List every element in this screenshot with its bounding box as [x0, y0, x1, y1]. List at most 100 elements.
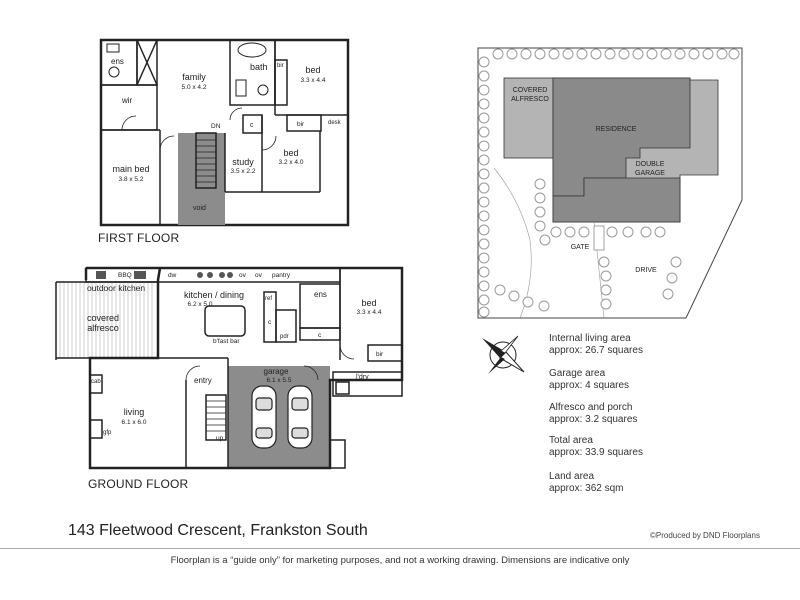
car-icon: [287, 385, 313, 449]
site-covered-label: COVERED: [513, 87, 548, 94]
toilet-icon: [257, 84, 269, 96]
ground-bed-label: bed: [361, 298, 376, 308]
bir2-label: bir: [297, 121, 305, 128]
double-label: DOUBLE: [636, 161, 665, 168]
covered-label: covered: [87, 313, 119, 323]
area-alfresco: Alfresco and porch approx: 3.2 squares: [549, 402, 637, 426]
family-dim: 5.0 x 4.2: [182, 84, 207, 91]
compass-icon: [482, 335, 525, 374]
alfresco-decking: [59, 282, 153, 358]
study-dim: 3.5 x 2.2: [231, 168, 256, 175]
first-floor-title: FIRST FLOOR: [98, 231, 180, 245]
bir1-label: bir: [277, 63, 284, 69]
entry-label: entry: [194, 376, 212, 385]
ground-door-swings: [185, 344, 355, 381]
cab-label: cab: [91, 379, 101, 385]
area-value: approx: 4 squares: [549, 380, 630, 391]
ground-floor-title: GROUND FLOOR: [88, 477, 189, 491]
area-label: Land area: [549, 471, 595, 482]
disclaimer-text: Floorplan is a “guide only” for marketin…: [170, 555, 630, 566]
c1-label: c: [268, 319, 272, 326]
living-label: living: [124, 407, 145, 417]
garage-dim: 6.1 x 5.5: [267, 377, 292, 384]
site-alfresco-label: ALFRESCO: [511, 96, 549, 103]
property-address: 143 Fleetwood Crescent, Frankston South: [68, 522, 368, 539]
residence-label: RESIDENCE: [596, 126, 637, 133]
door-swings: [121, 107, 277, 151]
main-bed-label: main bed: [112, 164, 149, 174]
bathtub-icon: [237, 42, 267, 58]
bed2-dim: 3.2 x 4.0: [279, 159, 304, 166]
c-label: c: [250, 122, 254, 129]
site-plan: COVERED ALFRESCO RESIDENCE DOUBLE GARAGE…: [477, 47, 743, 319]
dn-label: DN: [211, 123, 221, 130]
area-total: Total area approx: 33.9 squares: [549, 435, 643, 459]
garage-cars: [251, 385, 313, 449]
gate-label: GATE: [571, 244, 590, 251]
area-value: approx: 26.7 squares: [549, 345, 643, 356]
area-label: Alfresco and porch: [549, 402, 633, 413]
study-label: study: [232, 157, 254, 167]
void-area: [178, 133, 225, 225]
c2-label: c: [318, 332, 322, 339]
bfast-bar-label: b'fast bar: [213, 338, 240, 345]
ens-label: ens: [111, 57, 124, 66]
family-label: family: [182, 72, 206, 82]
covered-alfresco-area: [503, 77, 557, 159]
garage-area: [228, 366, 330, 468]
gfp-label: gfp: [103, 430, 112, 436]
ground-stair-treads: [206, 400, 226, 432]
double-garage-area: [552, 177, 681, 223]
area-internal: Internal living area approx: 26.7 square…: [549, 333, 643, 357]
kitchen-appliances: [96, 271, 233, 279]
up-label: up: [216, 435, 224, 442]
area-label: Garage area: [549, 368, 606, 379]
ref-label: ref: [265, 296, 272, 302]
producer-credit: ©Produced by DND Floorplans: [650, 531, 760, 540]
bath-label: bath: [250, 62, 268, 72]
pdr-label: pdr: [280, 334, 289, 340]
stair-treads: [196, 139, 216, 183]
bed1-dim: 3.3 x 4.4: [301, 77, 326, 84]
area-value: approx: 362 sqm: [549, 483, 624, 494]
bed1-label: bed: [305, 65, 320, 75]
ens-vanity-icon: [106, 43, 120, 53]
ground-bed-dim: 3.3 x 4.4: [357, 309, 382, 316]
drive-label: DRIVE: [635, 267, 657, 274]
void-label: void: [193, 205, 206, 212]
first-floor-plan: ens wir family 5.0 x 4.2 bath bed 3.3 x …: [99, 38, 350, 227]
area-land: Land area approx: 362 sqm: [549, 471, 624, 495]
vanity-icon: [235, 79, 247, 97]
site-boundary: [477, 47, 743, 319]
garage-label: garage: [264, 367, 289, 376]
outdoor-kitchen-label: outdoor kitchen: [87, 283, 145, 293]
kitchen-label: kitchen / dining: [184, 290, 244, 300]
area-value: approx: 3.2 squares: [549, 414, 638, 425]
area-label: Total area: [549, 435, 593, 446]
wir-label: wir: [121, 96, 133, 105]
ground-ens-label: ens: [314, 290, 327, 299]
car-icon: [251, 385, 277, 449]
shrubs: [478, 48, 740, 318]
alfresco-label: alfresco: [87, 323, 119, 333]
area-label: Internal living area: [549, 333, 631, 344]
bbq-label: BBQ: [118, 272, 132, 279]
ov1-label: ov: [239, 272, 247, 279]
gate-icon: [593, 225, 605, 251]
desk-label: desk: [328, 120, 342, 126]
garage-site-label: GARAGE: [635, 170, 665, 177]
pantry-label: pantry: [272, 272, 291, 279]
kitchen-dim: 6.2 x 5.0: [188, 301, 213, 308]
laundry-label: l'dry: [356, 374, 369, 381]
ground-bir-label: bir: [376, 351, 384, 358]
ov2-label: ov: [255, 272, 263, 279]
ground-floor-plan: BBQ dw ov ov pantry outdoor kitchen kitc…: [55, 266, 404, 470]
ens-toilet-icon: [108, 66, 120, 78]
area-value: approx: 33.9 squares: [549, 447, 643, 458]
area-garage: Garage area approx: 4 squares: [549, 368, 629, 392]
dw-label: dw: [168, 272, 177, 279]
main-bed-dim: 3.8 x 5.2: [119, 176, 144, 183]
bed2-label: bed: [283, 148, 298, 158]
living-dim: 6.1 x 6.0: [122, 419, 147, 426]
footer-divider: [0, 548, 800, 549]
